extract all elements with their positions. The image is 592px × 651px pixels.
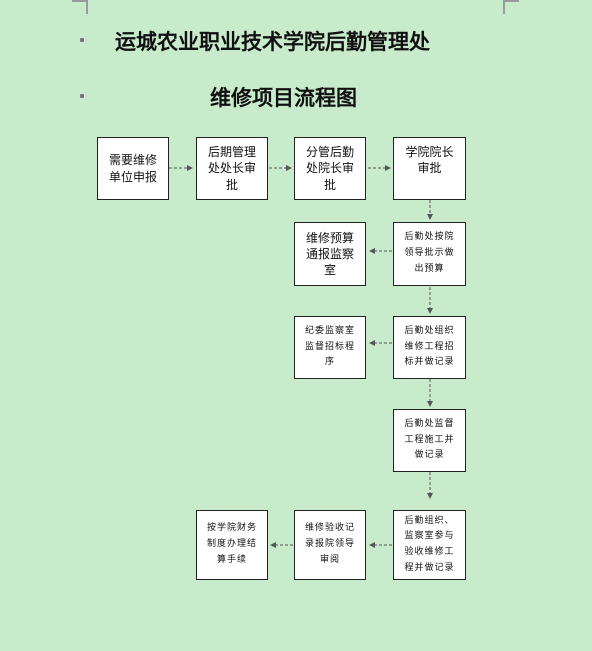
page-corner-mark-left-vertical	[86, 0, 88, 14]
step-text-line: 标并做记录	[404, 357, 455, 368]
step-text-line: 监督招标程	[304, 341, 355, 352]
flow-step-financial-settlement: 按学院财务 制度办理结 算手续	[196, 510, 268, 580]
step-text-line: 工程施工并	[404, 434, 455, 445]
step-text-line: 需要维修	[108, 153, 157, 168]
flow-step-logistics-director-approval: 后期管理 处处长审 批	[196, 137, 268, 200]
step-text-line: 分管后勤	[305, 145, 354, 160]
step-text-line: 维修预算	[305, 230, 354, 245]
step-text-line: 制度办理结	[206, 539, 257, 550]
step-text-line: 处处长审	[207, 161, 256, 176]
step-text-line: 按学院财务	[206, 523, 257, 534]
page-corner-mark-right	[503, 0, 519, 2]
flow-step-acceptance-inspection: 后勤组织、 监察室参与 验收维修工 程并做记录	[393, 510, 466, 580]
step-text-line: 监察室参与	[404, 531, 455, 542]
step-text-line: 后勤处按院	[404, 232, 455, 243]
page-corner-mark-right-vertical	[503, 0, 505, 14]
step-text-line: 批	[323, 177, 336, 192]
flow-step-unit-report: 需要维修 单位申报	[97, 137, 169, 200]
step-text-line: 后期管理	[207, 145, 256, 160]
step-text-line: 批	[225, 177, 238, 192]
step-text-line: 后勤处组织	[404, 325, 455, 336]
flow-step-president-approval: 学院院长 审批	[393, 137, 466, 200]
step-text-line: 维修验收记	[304, 523, 355, 534]
paragraph-mark-2	[80, 94, 84, 98]
paragraph-mark-1	[80, 38, 84, 42]
step-text-line: 维修工程招	[404, 341, 455, 352]
page-corner-mark-left	[72, 0, 88, 2]
step-text-line: 算手续	[216, 554, 247, 565]
step-text-line: 学院院长	[405, 145, 454, 159]
flow-step-acceptance-report: 维修验收记 录报院领导 审阅	[294, 510, 366, 580]
step-text-line: 审批	[417, 161, 442, 176]
step-text-line: 序	[324, 357, 335, 368]
step-text-line: 程并做记录	[404, 562, 455, 573]
step-text-line: 后勤组织、	[404, 515, 455, 526]
step-text-line: 处院长审	[305, 161, 354, 176]
step-text-line: 后勤处监督	[404, 418, 455, 429]
step-text-line: 做记录	[414, 450, 445, 461]
flow-step-supervise-construction: 后勤处监督 工程施工并 做记录	[393, 409, 466, 472]
step-text-line: 领导批示做	[404, 248, 455, 259]
page-subtitle: 维修项目流程图	[210, 86, 357, 110]
flow-step-notify-supervision-office: 维修预算 通报监察 室	[294, 222, 366, 286]
step-text-line: 纪委监察室	[304, 325, 355, 336]
flow-step-supervise-bidding: 纪委监察室 监督招标程 序	[294, 316, 366, 379]
step-text-line: 单位申报	[108, 169, 157, 184]
step-text-line: 录报院领导	[304, 539, 355, 550]
step-text-line: 验收维修工	[404, 547, 455, 557]
flow-step-budget-preparation: 后勤处按院 领导批示做 出预算	[393, 222, 466, 286]
step-text-line: 出预算	[414, 263, 445, 274]
step-text-line: 室	[323, 263, 336, 278]
step-text-line: 审阅	[319, 554, 340, 565]
page-title: 运城农业职业技术学院后勤管理处	[115, 30, 430, 54]
step-text-line: 通报监察	[305, 246, 354, 261]
flow-step-vice-president-approval: 分管后勤 处院长审 批	[294, 137, 366, 200]
flow-step-organize-bidding: 后勤处组织 维修工程招 标并做记录	[393, 316, 466, 379]
